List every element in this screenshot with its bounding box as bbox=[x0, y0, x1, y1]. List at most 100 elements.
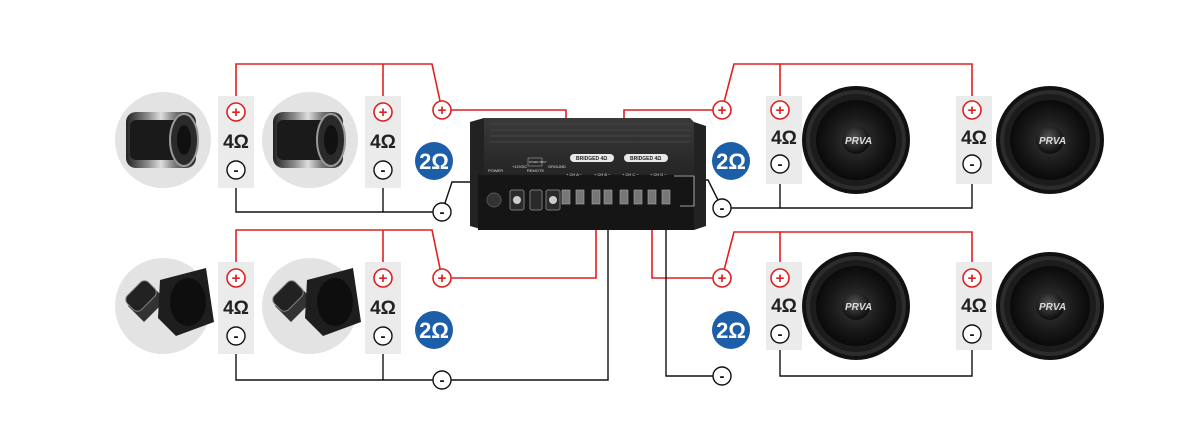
super-tweeter-2 bbox=[273, 112, 346, 168]
speaker-impedance: 4Ω bbox=[370, 298, 396, 319]
midrange-speaker-2: PRVA bbox=[996, 86, 1104, 194]
minus-icon: - bbox=[432, 202, 452, 222]
super-tweeter-1 bbox=[126, 112, 199, 168]
plus-icon: + bbox=[432, 100, 452, 120]
pair-badge: 2Ω bbox=[415, 142, 453, 180]
amp-label-remote: REMOTE bbox=[527, 168, 544, 173]
plus-icon: + bbox=[712, 100, 732, 120]
svg-text:+: + bbox=[438, 102, 447, 119]
plus-icon: + bbox=[373, 268, 393, 288]
speaker-impedance: 4Ω bbox=[223, 132, 249, 153]
plus-icon: + bbox=[712, 268, 732, 288]
midrange-speaker-3: PRVA bbox=[802, 252, 910, 360]
brand-logo: PRVA bbox=[845, 302, 872, 313]
svg-text:-: - bbox=[440, 372, 445, 389]
amp-label-ground: GROUND bbox=[548, 164, 566, 169]
svg-text:BRIDGED 4Ω: BRIDGED 4Ω bbox=[576, 156, 607, 162]
horn-driver-1 bbox=[125, 268, 214, 336]
svg-text:-: - bbox=[720, 368, 725, 385]
minus-icon: - bbox=[712, 366, 732, 386]
pair-badge: 2Ω bbox=[712, 311, 750, 349]
plus-icon: + bbox=[226, 268, 246, 288]
amp-channel-d: + CH D − bbox=[650, 172, 667, 177]
speaker-impedance: 4Ω bbox=[961, 128, 987, 149]
amp-channel-a: + CH A − bbox=[566, 172, 583, 177]
svg-text:-: - bbox=[970, 156, 975, 173]
amp-channel-b: + CH B − bbox=[594, 172, 611, 177]
svg-text:+: + bbox=[968, 102, 977, 119]
speaker-impedance: 4Ω bbox=[961, 296, 987, 317]
minus-icon: - bbox=[770, 154, 790, 174]
minus-icon: - bbox=[373, 326, 393, 346]
amp-label-12vdc: +12VDC bbox=[512, 164, 527, 169]
plus-icon: + bbox=[770, 268, 790, 288]
plus-icon: + bbox=[432, 268, 452, 288]
svg-text:+: + bbox=[968, 270, 977, 287]
midrange-speaker-1: PRVA bbox=[802, 86, 910, 194]
brand-logo: PRVA bbox=[1039, 136, 1066, 147]
svg-text:+: + bbox=[776, 270, 785, 287]
pair-badge: 2Ω bbox=[415, 311, 453, 349]
svg-text:-: - bbox=[381, 162, 386, 179]
positive-terminals: + + + + + + + + + + + + bbox=[226, 100, 982, 288]
amp-label-power: POWER bbox=[488, 168, 503, 173]
minus-icon: - bbox=[770, 324, 790, 344]
plus-icon: + bbox=[226, 102, 246, 122]
svg-text:+: + bbox=[718, 102, 727, 119]
svg-text:+: + bbox=[379, 270, 388, 287]
svg-text:2Ω: 2Ω bbox=[716, 318, 746, 343]
midrange-speaker-4: PRVA bbox=[996, 252, 1104, 360]
svg-text:+: + bbox=[776, 102, 785, 119]
pair-impedance-badges: 2Ω 2Ω 2Ω 2Ω bbox=[415, 142, 750, 349]
minus-icon: - bbox=[962, 154, 982, 174]
svg-text:+: + bbox=[718, 270, 727, 287]
svg-text:BRIDGED 4Ω: BRIDGED 4Ω bbox=[630, 156, 661, 162]
amplifier: POWER +12VDC POWER INPUT REMOTE GROUND B… bbox=[470, 118, 706, 230]
svg-text:2Ω: 2Ω bbox=[419, 318, 449, 343]
brand-logo: PRVA bbox=[845, 136, 872, 147]
positive-wires bbox=[235, 63, 973, 279]
minus-icon: - bbox=[226, 326, 246, 346]
svg-text:-: - bbox=[234, 162, 239, 179]
svg-text:+: + bbox=[232, 270, 241, 287]
brand-logo: PRVA bbox=[1039, 302, 1066, 313]
negative-wires bbox=[235, 164, 973, 381]
bridged-tag-left bbox=[570, 154, 614, 162]
speaker-impedance: 4Ω bbox=[771, 296, 797, 317]
plus-icon: + bbox=[770, 100, 790, 120]
svg-text:-: - bbox=[970, 326, 975, 343]
svg-text:-: - bbox=[778, 326, 783, 343]
plus-icon: + bbox=[373, 102, 393, 122]
minus-icon: - bbox=[432, 370, 452, 390]
speaker-impedance: 4Ω bbox=[223, 298, 249, 319]
svg-text:-: - bbox=[720, 200, 725, 217]
svg-text:2Ω: 2Ω bbox=[716, 149, 746, 174]
minus-icon: - bbox=[373, 160, 393, 180]
pair-badge: 2Ω bbox=[712, 142, 750, 180]
minus-icon: - bbox=[712, 198, 732, 218]
svg-text:-: - bbox=[440, 204, 445, 221]
negative-terminals: - - - - - - - - - - - - bbox=[226, 154, 982, 390]
svg-text:+: + bbox=[438, 270, 447, 287]
svg-text:2Ω: 2Ω bbox=[419, 149, 449, 174]
svg-text:+: + bbox=[379, 104, 388, 121]
impedance-labels: 4Ω 4Ω 4Ω 4Ω 4Ω 4Ω 4Ω 4Ω bbox=[223, 128, 987, 319]
horn-driver-2 bbox=[272, 268, 361, 336]
svg-text:-: - bbox=[234, 328, 239, 345]
plus-icon: + bbox=[962, 100, 982, 120]
bridged-tag-right bbox=[624, 154, 668, 162]
minus-icon: - bbox=[962, 324, 982, 344]
power-led-icon bbox=[486, 192, 502, 208]
speaker-impedance: 4Ω bbox=[370, 132, 396, 153]
svg-text:-: - bbox=[381, 328, 386, 345]
speaker-impedance: 4Ω bbox=[771, 128, 797, 149]
svg-text:-: - bbox=[778, 156, 783, 173]
minus-icon: - bbox=[226, 160, 246, 180]
amp-channel-c: + CH C − bbox=[622, 172, 639, 177]
svg-text:+: + bbox=[232, 104, 241, 121]
amp-label-power-input: POWER INPUT bbox=[529, 161, 547, 164]
plus-icon: + bbox=[962, 268, 982, 288]
speaker-terminals bbox=[561, 189, 671, 205]
